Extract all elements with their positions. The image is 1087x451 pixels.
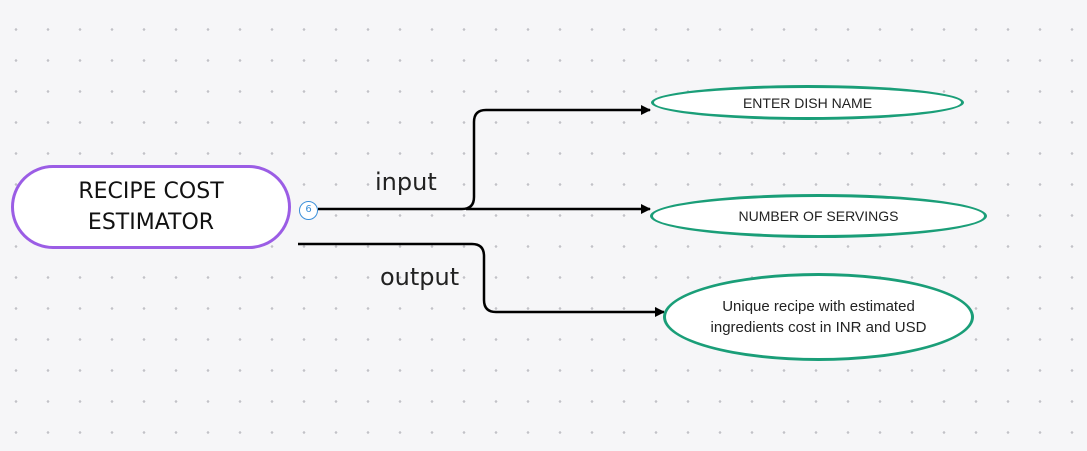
recipe-result-node[interactable]: Unique recipe with estimated ingredients… [663, 273, 974, 361]
main-node-label: RECIPE COST ESTIMATOR [78, 179, 224, 235]
enter-dish-name-label: ENTER DISH NAME [742, 94, 873, 111]
connection-count-badge[interactable]: 6 [299, 201, 318, 220]
enter-dish-name-node[interactable]: ENTER DISH NAME [651, 85, 964, 120]
connector-to-dish-name [318, 105, 651, 211]
recipe-result-label: Unique recipe with estimated ingredients… [710, 298, 927, 336]
number-of-servings-label: NUMBER OF SERVINGS [738, 208, 899, 224]
connector-to-result [298, 242, 665, 317]
output-edge-label: output [380, 263, 460, 291]
recipe-cost-estimator-node[interactable]: RECIPE COST ESTIMATOR [11, 165, 291, 249]
input-edge-label: input [375, 168, 437, 196]
number-of-servings-node[interactable]: NUMBER OF SERVINGS [650, 194, 987, 238]
